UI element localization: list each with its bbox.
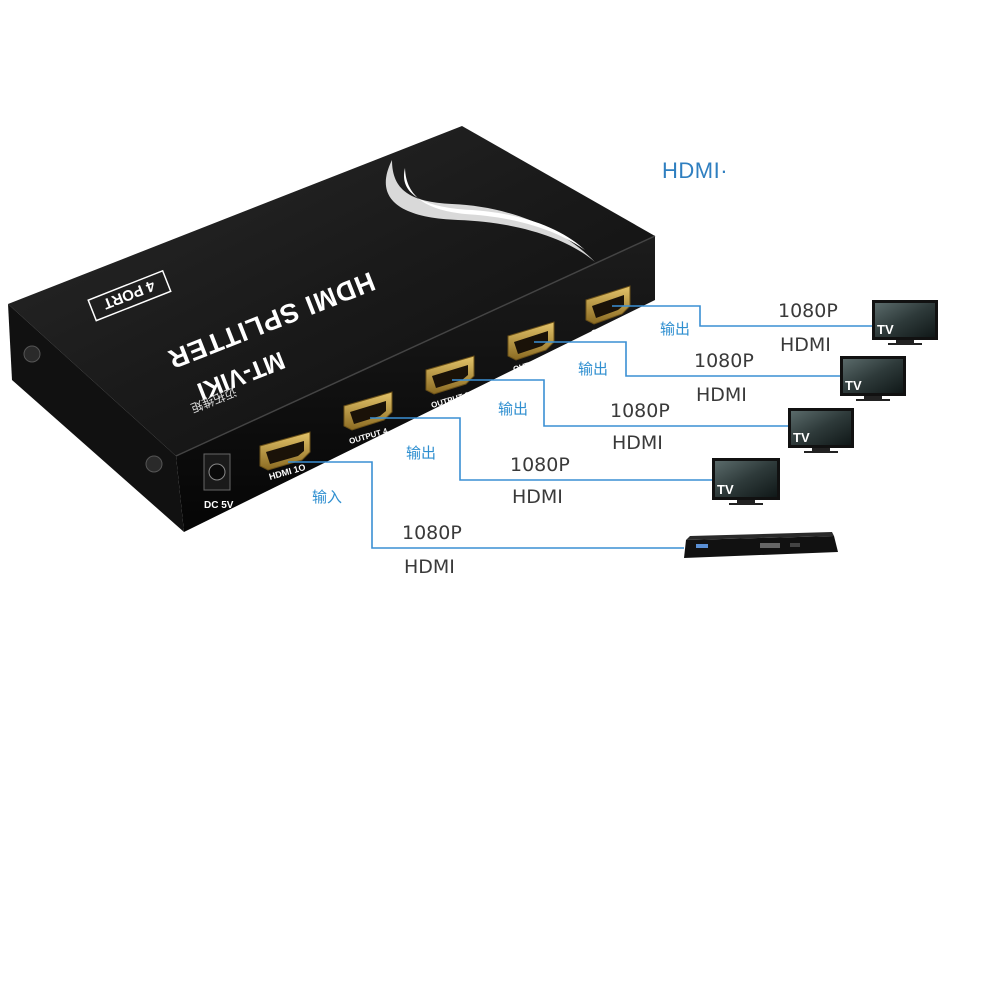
output-tag-3: 输出 — [498, 400, 529, 418]
output-1-resolution: 1080P — [778, 300, 838, 322]
output-3-type: HDMI — [612, 432, 663, 454]
side-screw-lower — [145, 455, 163, 473]
side-screw-upper — [23, 345, 41, 363]
player-slot-icon — [790, 543, 800, 547]
input-resolution: 1080P — [402, 522, 462, 544]
output-3-resolution: 1080P — [610, 400, 670, 422]
port-output-2 — [507, 321, 555, 361]
port-output-4 — [343, 391, 393, 431]
output-tag-4: 输出 — [406, 444, 437, 462]
output-1-type: HDMI — [780, 334, 831, 356]
ports-badge-frame — [87, 269, 172, 322]
output-tag-1: 输出 — [660, 320, 691, 338]
port-output-3 — [425, 355, 475, 395]
tv-2: TV — [840, 356, 906, 401]
diagram-heading: HDMI· — [662, 158, 729, 183]
line-output-3 — [452, 379, 790, 427]
line-input — [288, 461, 684, 549]
tv-1-label: TV — [877, 322, 894, 337]
input-tag: 输入 — [312, 488, 343, 506]
player-device — [684, 532, 838, 558]
port-output-1 — [585, 285, 631, 325]
player-display-icon — [760, 543, 780, 548]
dc-jack-hole — [208, 463, 226, 481]
output-4-type: HDMI — [512, 486, 563, 508]
tv-2-label: TV — [845, 378, 862, 393]
player-logo-icon — [696, 544, 708, 548]
device-edge — [175, 235, 656, 457]
line-output-1 — [612, 305, 872, 327]
device-top-face — [8, 126, 655, 456]
output-tag-2: 输出 — [578, 360, 609, 378]
connection-lines — [288, 305, 872, 549]
tv-3-label: TV — [793, 430, 810, 445]
port-input — [259, 431, 311, 471]
splitter-device: HDMI SPLITTER 4 PORT MT-VIKI 迈拓维矩 DC 5V … — [8, 126, 656, 532]
tv-1: TV — [872, 300, 938, 345]
swoosh-logo-inner — [403, 168, 585, 250]
tv-4: TV — [712, 458, 780, 505]
output-2-resolution: 1080P — [694, 350, 754, 372]
tv-3: TV — [788, 408, 854, 453]
output-4-resolution: 1080P — [510, 454, 570, 476]
input-type: HDMI — [404, 556, 455, 578]
power-label: DC 5V — [204, 500, 234, 511]
tv-4-label: TV — [717, 482, 734, 497]
line-output-2 — [534, 341, 840, 377]
line-output-4 — [370, 417, 712, 481]
device-end-face — [8, 304, 184, 532]
output-2-type: HDMI — [696, 384, 747, 406]
swoosh-logo — [385, 160, 595, 262]
